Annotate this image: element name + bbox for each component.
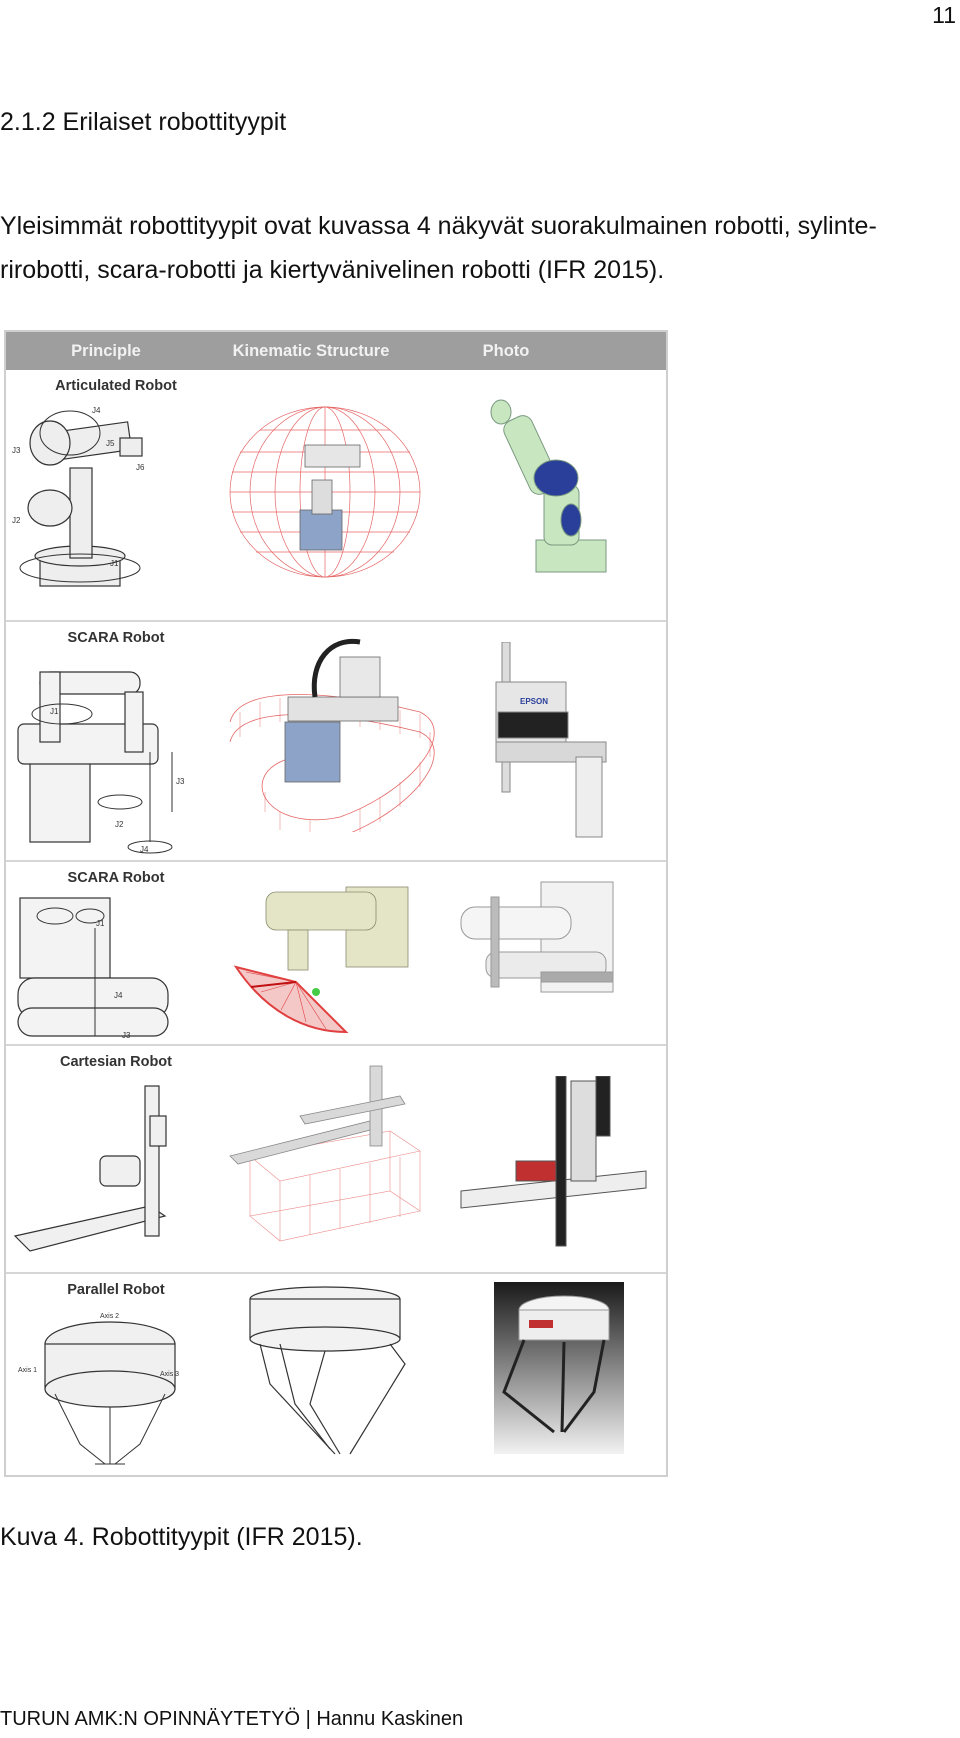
scara-robot-photo-epson: EPSON [495, 642, 607, 838]
scara1-joint-j2: J2 [115, 820, 124, 829]
joint-label-j5: J5 [106, 439, 115, 448]
page-footer: TURUN AMK:N OPINNÄYTETYÖ | Hannu Kaskine… [0, 1708, 464, 1730]
parallel-principle-drawing: Axis 2 Axis 1 Axis 3 [18, 1313, 179, 1465]
articulated-principle-drawing: J2 J1 J3 J4 J5 J6 [12, 406, 145, 587]
row-scara-2: SCARA Robot J1 J4 J3 [6, 860, 666, 1044]
section-heading: 2.1.2 Erilaiset robottityypit [0, 108, 287, 136]
paragraph-line-2: rirobotti, scara-robotti ja kiertyvänive… [0, 256, 665, 284]
row-label-articulated: Articulated Robot [55, 378, 177, 394]
row-label-scara-2: SCARA Robot [67, 870, 165, 886]
scara2-joint-j1: J1 [96, 919, 105, 928]
scara1-joint-j4: J4 [140, 845, 149, 854]
articulated-sphere-wireframe [229, 406, 421, 578]
joint-label-j1: J1 [110, 559, 119, 568]
axis-label-2: Axis 2 [100, 1313, 119, 1320]
scara-cylinder-wireframe [229, 638, 435, 832]
robot-types-figure: Principle Kinematic Structure Photo Arti… [4, 330, 668, 1477]
joint-label-j2: J2 [12, 516, 21, 525]
scara1-joint-j1: J1 [50, 707, 59, 716]
scara1-joint-j3: J3 [176, 777, 185, 786]
cartesian-robot-photo [460, 1076, 647, 1247]
row-cartesian: Cartesian Robot [6, 1044, 666, 1272]
scara2-joint-j3: J3 [122, 1031, 131, 1040]
scara-principle-drawing: J1 J2 J3 J4 [17, 671, 185, 854]
row-label-cartesian: Cartesian Robot [60, 1054, 172, 1070]
axis-label-3: Axis 3 [160, 1371, 179, 1378]
figure-header: Principle Kinematic Structure Photo [6, 332, 666, 370]
column-principle: Principle [71, 341, 141, 360]
row-parallel: Parallel Robot Axis 2 Axis 1 Axis 3 [6, 1272, 666, 1475]
epson-logo-text: EPSON [520, 697, 548, 706]
articulated-robot-photo [490, 399, 607, 573]
column-photo: Photo [482, 341, 530, 360]
cartesian-principle-drawing [13, 1085, 167, 1252]
joint-label-j6: J6 [136, 463, 145, 472]
scara2-principle-drawing: J1 J4 J3 [17, 897, 169, 1040]
scara2-robot-photo [460, 881, 614, 993]
parallel-robot-photo [494, 1282, 624, 1454]
column-kinematic-structure: Kinematic Structure [232, 341, 390, 360]
scara2-joint-j4: J4 [114, 991, 123, 1000]
paragraph-line-1: Yleisimmät robottityypit ovat kuvassa 4 … [0, 212, 877, 240]
row-articulated: Articulated Robot J2 J1 J3 J4 J5 J6 [6, 370, 666, 620]
row-scara-1: SCARA Robot J1 J2 J3 J4 [6, 620, 666, 860]
body-paragraph: Yleisimmät robottityypit ovat kuvassa 4 … [0, 204, 958, 292]
scara2-kinematic-wireframe [233, 886, 409, 1034]
joint-label-j4: J4 [92, 406, 101, 415]
page-number: 11 [932, 2, 956, 28]
row-label-parallel: Parallel Robot [67, 1282, 165, 1298]
cartesian-box-wireframe [229, 1065, 421, 1242]
joint-label-j3: J3 [12, 446, 21, 455]
row-label-scara-1: SCARA Robot [67, 630, 165, 646]
parallel-robot-photo-shape [502, 1295, 610, 1434]
parallel-kinematic-drawing [249, 1286, 406, 1455]
axis-label-1: Axis 1 [18, 1367, 37, 1374]
figure-caption: Kuva 4. Robottityypit (IFR 2015). [0, 1523, 363, 1551]
